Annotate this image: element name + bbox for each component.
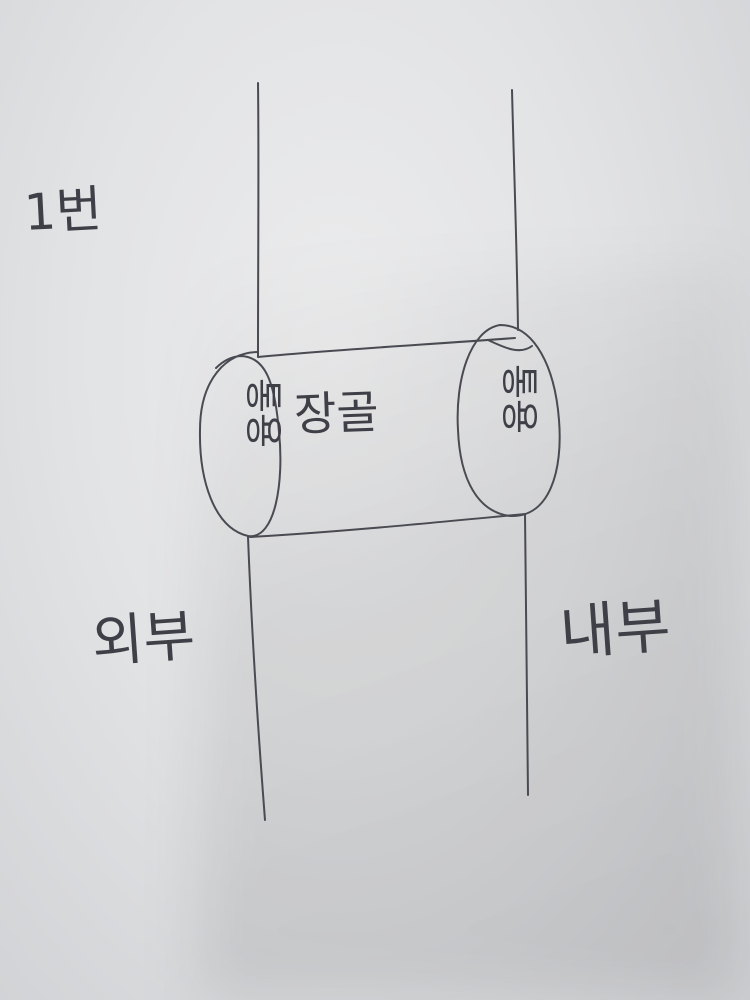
right-cap-inner xyxy=(487,339,533,352)
right-cap xyxy=(456,324,561,518)
right-line-lower xyxy=(524,513,529,796)
label-inside: 내부 xyxy=(557,591,673,669)
left-cap xyxy=(198,351,282,538)
label-outside: 외부 xyxy=(89,603,198,676)
right-line-upper xyxy=(511,89,519,331)
tube-top-edge xyxy=(257,337,516,358)
label-number-one: 1번 xyxy=(22,180,104,242)
label-right-cap: 통용 xyxy=(496,364,541,434)
label-middle: 장골 xyxy=(293,384,380,442)
shadow xyxy=(200,270,740,1000)
label-left-cap: 통용 xyxy=(240,378,285,448)
tube-bottom-edge xyxy=(249,513,526,538)
left-line-lower xyxy=(247,536,266,821)
